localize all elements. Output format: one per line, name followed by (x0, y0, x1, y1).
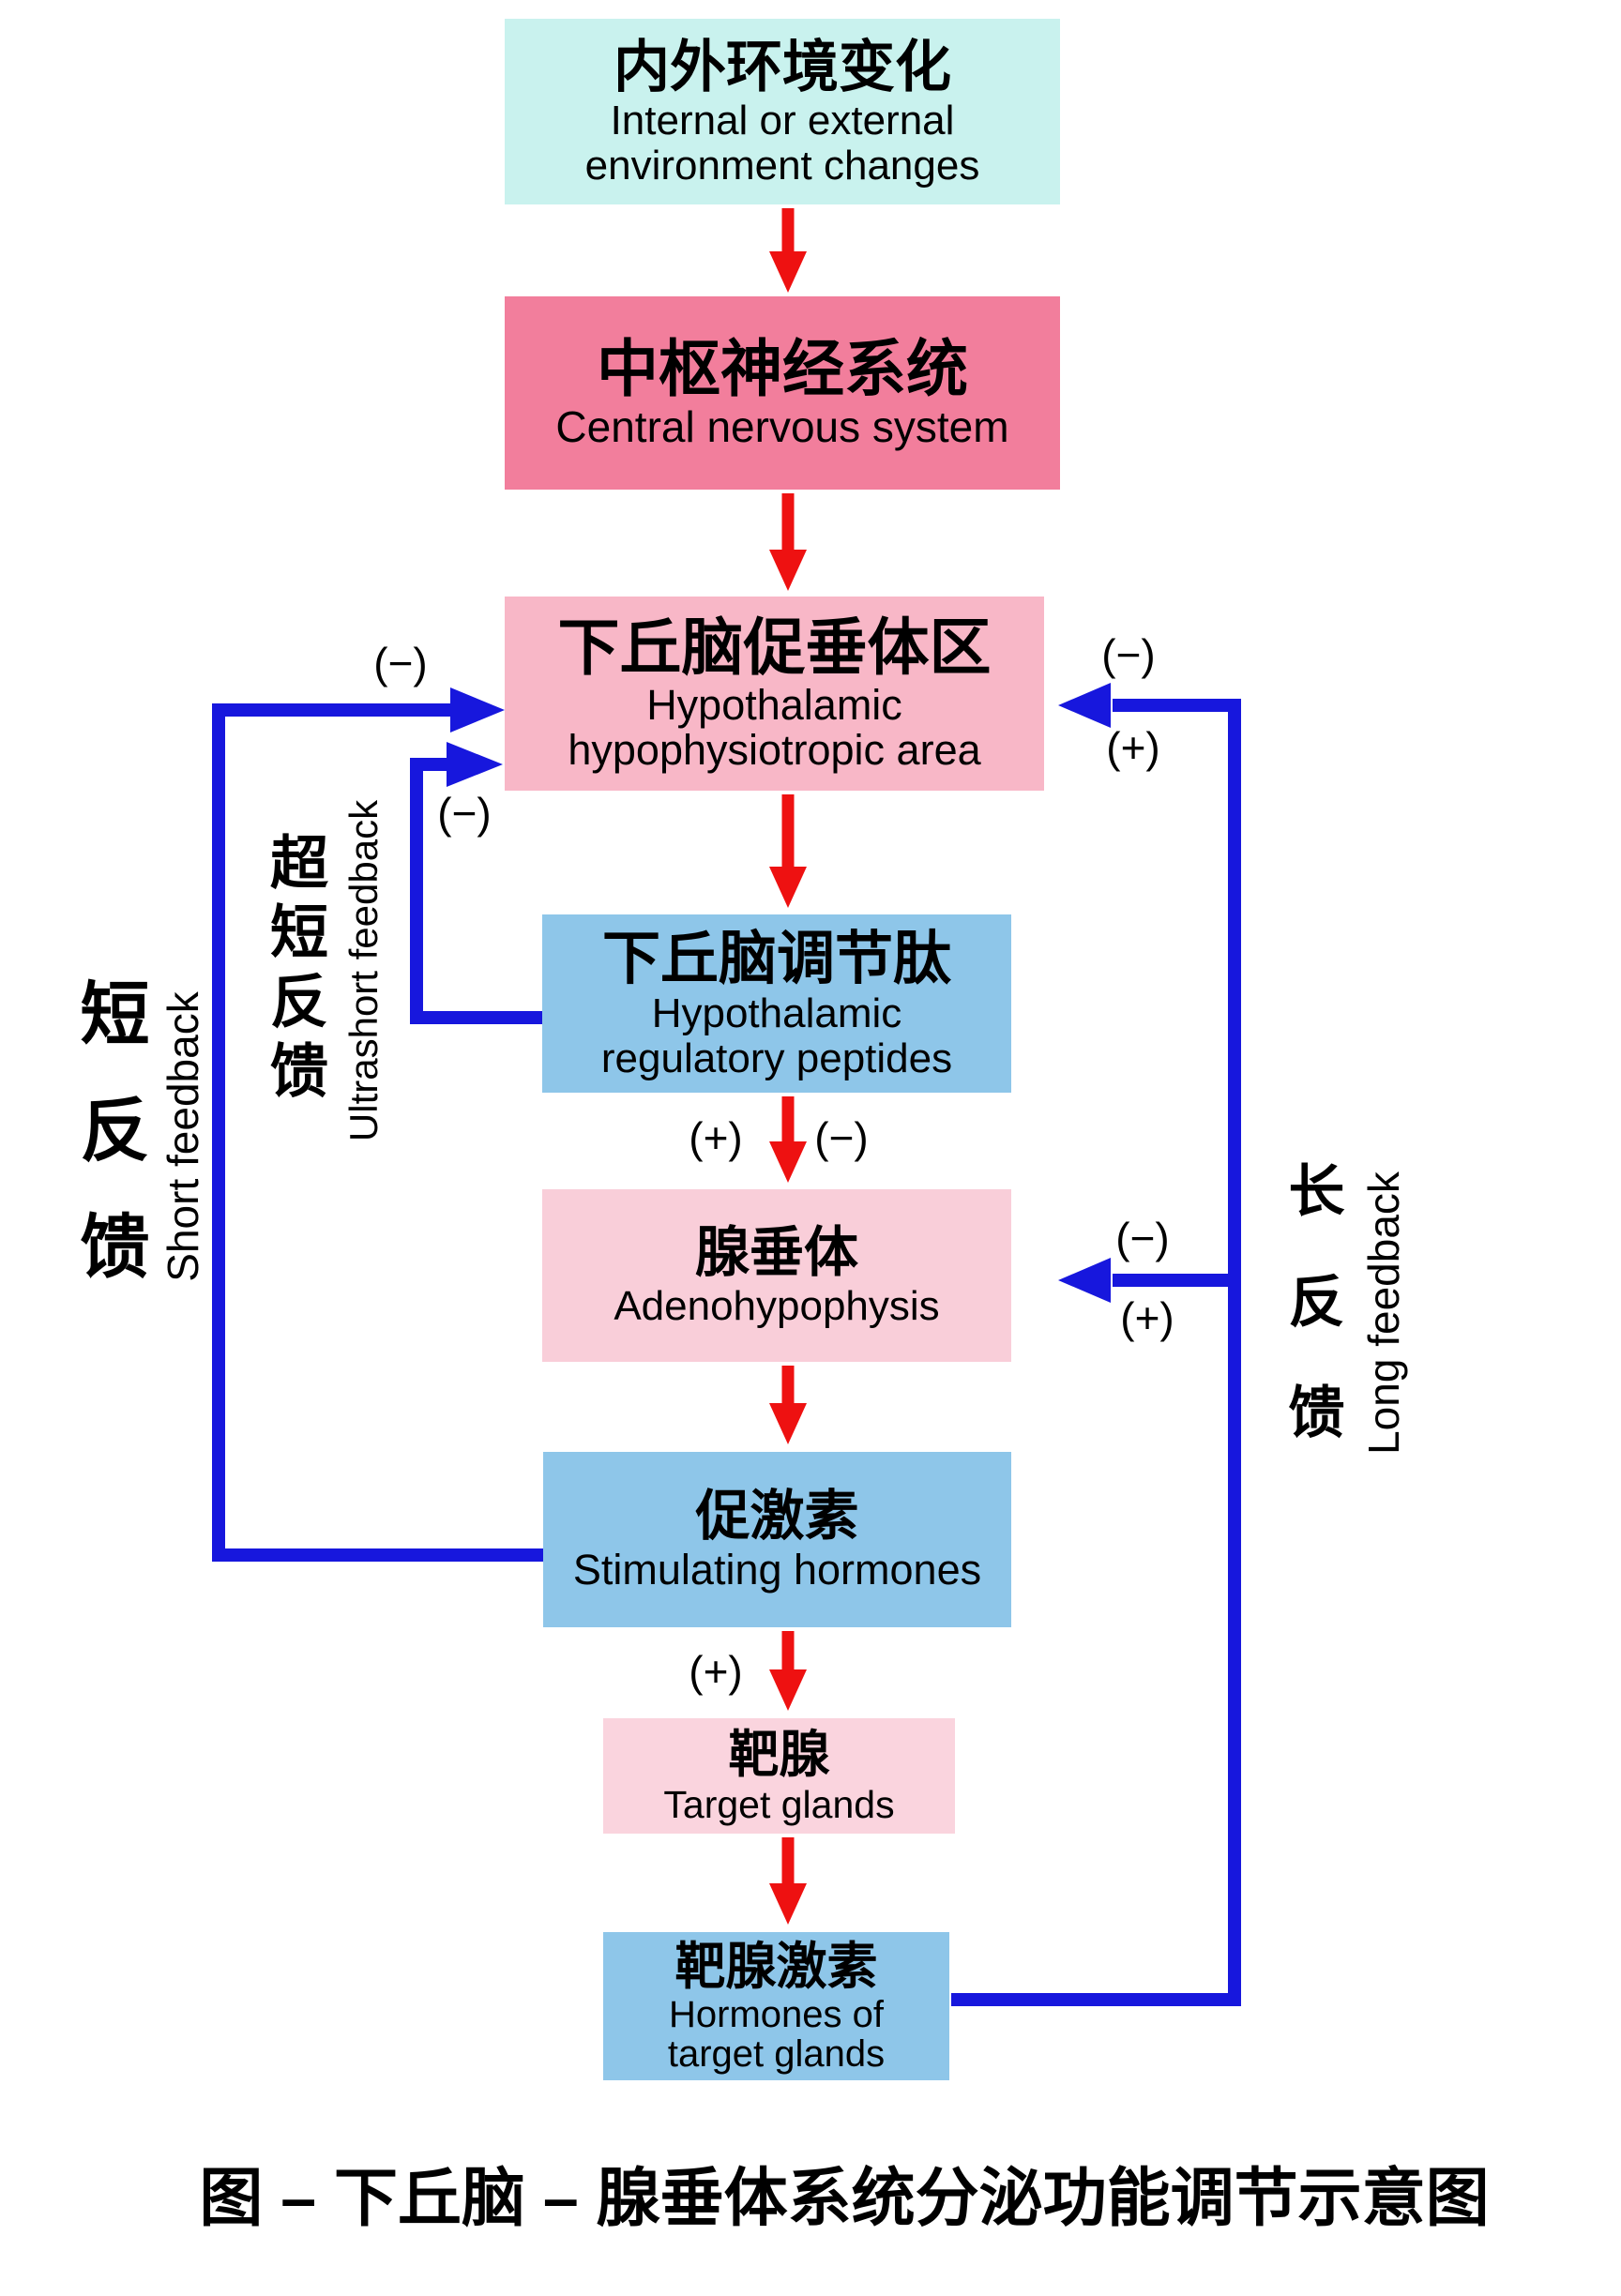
box-stimulating-hormones-subtitle-en: Stimulating hormones (572, 1545, 982, 1594)
figure-caption: 图 – 下丘脑 – 腺垂体系统分泌功能调节示意图 (199, 2163, 1490, 2234)
box-hypophysiotropic-area-title-zh: 下丘脑促垂体区 (557, 612, 992, 682)
box-hormones-of-target-glands-subtitle-en-line1: Hormones of (669, 1994, 884, 2036)
label-long-feedback-zh: 长反馈 (1280, 1161, 1343, 1493)
box-adenohypophysis: 腺垂体 Adenohypophysis (542, 1189, 1011, 1362)
red-arrow-target-to-hormones (769, 1837, 807, 1925)
red-arrow-environment-to-cns (769, 208, 807, 293)
box-central-nervous-system-title-zh: 中枢神经系统 (597, 334, 968, 404)
box-target-glands-subtitle-en: Target glands (663, 1782, 895, 1826)
label-long-feedback-en: Long feedback (1359, 1171, 1408, 1455)
ultrashort-feedback-loop-line (410, 742, 544, 1024)
box-environment-changes-title-zh: 内外环境变化 (614, 35, 951, 98)
red-arrow-peptides-to-adeno (769, 1096, 807, 1183)
label-short-feedback-zh: 短反馈 (70, 977, 148, 1326)
red-arrow-hypothalamic-to-peptides (769, 794, 807, 908)
red-arrow-stimulating-to-target (769, 1631, 807, 1711)
long-feedback-branch-to-adeno (1058, 1258, 1235, 1303)
box-regulatory-peptides: 下丘脑调节肽 Hypothalamic regulatory peptides (542, 914, 1011, 1093)
sign-long-feedback-mid-minus: (−) (1115, 1214, 1170, 1262)
sign-peptides-minus: (−) (814, 1113, 869, 1162)
box-target-glands: 靶腺 Target glands (603, 1718, 955, 1834)
box-regulatory-peptides-subtitle-en-line1: Hypothalamic (651, 990, 902, 1037)
label-ultrashort-feedback-en: Ultrashort feedback (341, 799, 386, 1142)
sign-peptides-plus: (+) (689, 1113, 743, 1162)
sign-short-feedback-minus: (−) (373, 639, 428, 687)
box-stimulating-hormones: 促激素 Stimulating hormones (543, 1452, 1011, 1627)
box-regulatory-peptides-title-zh: 下丘脑调节肽 (601, 926, 951, 991)
box-hypophysiotropic-area-subtitle-en-line1: Hypothalamic (646, 680, 902, 729)
box-environment-changes-subtitle-en-line2: environment changes (584, 142, 980, 189)
sign-long-feedback-mid-plus: (+) (1120, 1293, 1174, 1342)
long-feedback-loop-line (951, 683, 1241, 2006)
box-central-nervous-system-subtitle-en: Central nervous system (555, 402, 1009, 452)
box-adenohypophysis-title-zh: 腺垂体 (694, 1221, 858, 1283)
box-hormones-of-target-glands-subtitle-en-line2: target glands (667, 2033, 886, 2076)
box-hormones-of-target-glands-title-zh: 靶腺激素 (674, 1938, 878, 1995)
sign-ultrashort-feedback-minus: (−) (437, 789, 492, 838)
sign-long-feedback-top-plus: (+) (1106, 723, 1160, 772)
red-arrow-cns-to-hypothalamic (769, 493, 807, 591)
label-ultrashort-feedback-zh: 超短反馈 (261, 832, 326, 1110)
box-central-nervous-system: 中枢神经系统 Central nervous system (505, 296, 1060, 490)
short-feedback-loop-line (212, 687, 546, 1562)
sign-long-feedback-top-minus: (−) (1101, 630, 1156, 679)
box-environment-changes: 内外环境变化 Internal or external environment … (505, 19, 1060, 204)
label-short-feedback-en: Short feedback (159, 991, 207, 1282)
box-hormones-of-target-glands: 靶腺激素 Hormones of target glands (603, 1932, 949, 2080)
red-arrow-adeno-to-stimulating (769, 1366, 807, 1444)
box-stimulating-hormones-title-zh: 促激素 (695, 1485, 859, 1547)
box-hypophysiotropic-area-subtitle-en-line2: hypophysiotropic area (568, 726, 981, 775)
box-target-glands-title-zh: 靶腺 (728, 1727, 830, 1784)
box-regulatory-peptides-subtitle-en-line2: regulatory peptides (600, 1035, 953, 1081)
box-environment-changes-subtitle-en-line1: Internal or external (610, 98, 955, 144)
sign-stimulating-plus: (+) (689, 1647, 743, 1696)
box-adenohypophysis-subtitle-en: Adenohypophysis (614, 1282, 940, 1329)
box-hypophysiotropic-area: 下丘脑促垂体区 Hypothalamic hypophysiotropic ar… (505, 597, 1044, 791)
